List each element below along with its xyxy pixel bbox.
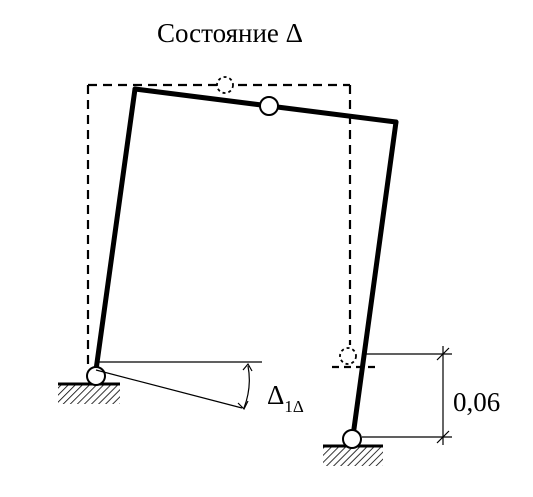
rotation-angle-indicator [95, 361, 262, 411]
diagram-title: Состояние Δ [157, 18, 303, 48]
left-ground-hatching [58, 384, 120, 404]
right-support-hinge [342, 429, 362, 449]
dimension-tick-bottom [436, 430, 450, 444]
beam-hinge [259, 96, 279, 116]
dimension-label: 0,06 [453, 387, 500, 417]
dimension-tick-top [436, 347, 450, 361]
original-beam-hinge [216, 76, 234, 94]
angle-rotated-line [95, 369, 243, 409]
angle-label: Δ1Δ [267, 380, 304, 416]
deformed-left-column [93, 86, 138, 373]
left-support-hinge [86, 366, 106, 386]
right-support [323, 429, 383, 466]
original-right-hinge [339, 347, 357, 365]
left-support [58, 366, 120, 404]
deformed-frame [93, 86, 399, 439]
angle-arc [243, 365, 250, 409]
right-ground-hatching [323, 446, 383, 466]
displacement-dimension [362, 346, 452, 445]
angle-arrowhead-bottom [237, 400, 249, 411]
angle-arrowhead-top [242, 362, 253, 372]
deformed-right-column [350, 119, 399, 439]
original-frame [86, 83, 352, 368]
